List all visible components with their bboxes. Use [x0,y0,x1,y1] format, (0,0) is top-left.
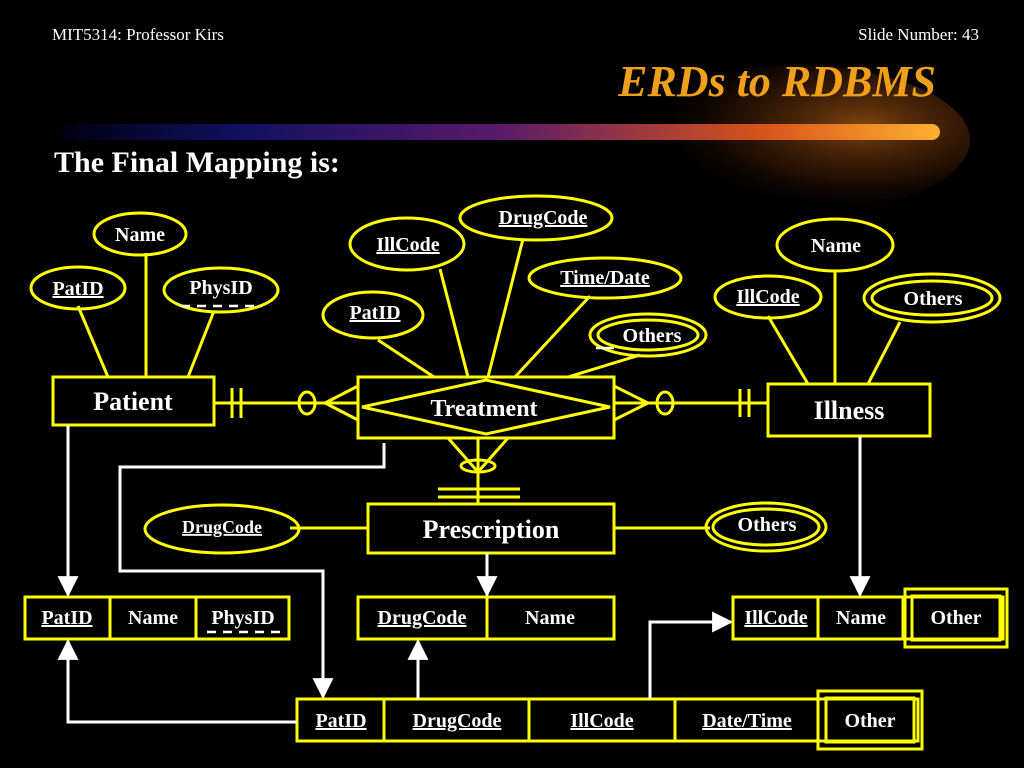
fk-dash-underlines [181,304,281,634]
attr-label: PhysID [189,277,252,299]
attr-illness-name [775,217,895,273]
attr-patient-patid [29,265,127,311]
attr-treatment-illcode [348,216,466,272]
attr-patient-name [92,211,188,257]
col-treatment-drugcode: DrugCode [413,710,502,732]
col-treatment-other: Other [844,710,895,732]
attr-label: Name [115,224,165,246]
entity-illness-box [766,382,932,438]
attr-label: Others [623,325,682,347]
attr-label: Name [811,235,861,257]
attr-treatment-others [588,312,708,358]
col-illness-illcode: IllCode [744,607,807,629]
table-treatment [295,689,924,751]
attr-treatment-drugcode [458,194,614,242]
col-treatment-patid: PatID [315,710,366,732]
attr-treatment-timedate [527,256,683,300]
slide-subtitle: The Final Mapping is: [54,146,340,179]
col-treatment-datetime: Date/Time [702,710,792,732]
title-swoosh [60,65,970,215]
entity-treatment-box [356,375,616,440]
header-slide-number: Slide Number: 43 [858,25,979,44]
attr-prescription-drugcode [143,503,301,555]
attr-illness-illcode [713,274,823,320]
col-treatment-illcode: IllCode [570,710,633,732]
attr-illness-others [862,272,1002,324]
attribute-connectors [76,238,902,530]
col-prescription-name: Name [525,607,575,629]
entity-patient-box [51,375,216,427]
entity-treatment-label: Treatment [430,396,537,422]
attr-label: DrugCode [499,207,588,229]
attr-treatment-patid [321,290,425,340]
col-illness-other: Other [930,607,981,629]
attr-patient-physid [162,266,280,314]
attr-label: Time/Date [560,267,650,289]
relationship-lines [214,384,768,504]
attr-label: PatID [52,278,103,300]
slide-title: ERDs to RDBMS [618,57,936,106]
entity-illness-label: Illness [814,396,885,425]
mapping-arrows [57,425,871,724]
attr-label: IllCode [736,286,799,308]
attr-label: Others [738,514,797,536]
entity-prescription-box [366,502,616,555]
col-illness-name: Name [836,607,886,629]
attr-label: DrugCode [182,517,262,537]
attr-label: PatID [349,302,400,324]
col-patient-patid: PatID [41,607,92,629]
col-prescription-drugcode: DrugCode [378,607,467,629]
attr-label: IllCode [376,234,439,256]
attr-label: Others [904,288,963,310]
attr-prescription-others [704,501,828,553]
col-patient-name: Name [128,607,178,629]
relationship-diamond [361,378,611,436]
entity-prescription-label: Prescription [423,515,560,544]
table-patient [23,595,291,641]
col-patient-physid: PhysID [211,607,274,629]
entity-patient-label: Patient [93,387,173,416]
header-course: MIT5314: Professor Kirs [52,25,224,44]
